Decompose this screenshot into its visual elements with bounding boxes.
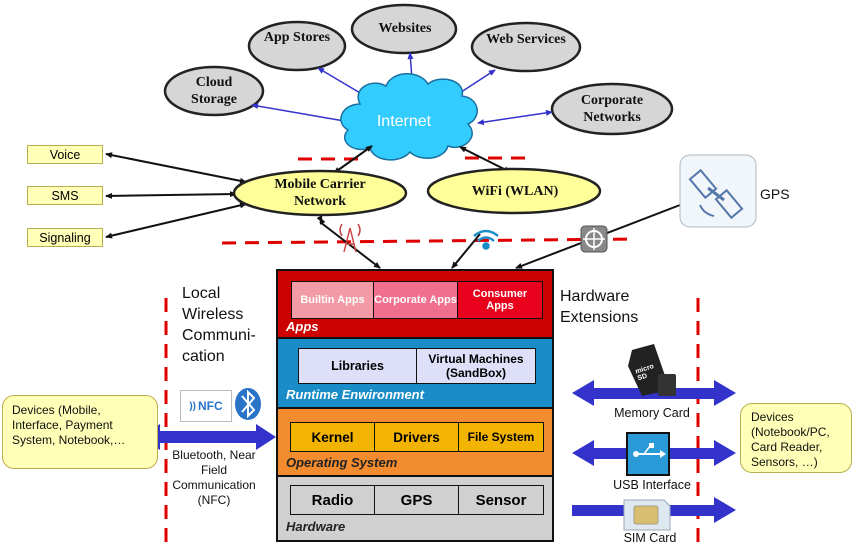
mobile-carrier-label: Mobile Carrier Network [274, 177, 366, 209]
websites-label: Websites [378, 21, 432, 36]
consumer-apps-cell: Consumer Apps [458, 282, 542, 318]
antenna-icon [339, 223, 361, 253]
left-blue-arrow [140, 424, 276, 450]
builtin-apps-cell: Builtin Apps [292, 282, 374, 318]
internet-label: Internet [376, 113, 432, 130]
nfc-badge: ))NFC [180, 390, 232, 422]
sim-card-icon [623, 499, 671, 531]
signaling-box: Signaling [27, 228, 103, 247]
runtime-layer: Libraries Virtual Machines (SandBox) Run… [276, 339, 554, 409]
wifi-signal-icon [473, 229, 499, 250]
service-ovals [163, 3, 674, 136]
gps-cell: GPS [375, 486, 459, 514]
os-layer: Kernel Drivers File System Operating Sys… [276, 409, 554, 477]
bluetooth-icon [235, 388, 261, 420]
nfc-icon: )) [189, 400, 196, 412]
os-title: Operating System [286, 455, 398, 470]
web-services-label: Web Services [486, 32, 566, 47]
cloud-storage-label: Cloud Storage [191, 75, 237, 107]
sim-card-label: SIM Card [623, 531, 677, 545]
local-wireless-caption: Bluetooth, Near Field Communication (NFC… [172, 448, 256, 507]
gps-label: GPS [760, 186, 790, 202]
corporate-apps-cell: Corporate Apps [374, 282, 458, 318]
nfc-badge-text: NFC [198, 399, 223, 413]
os-items: Kernel Drivers File System [290, 422, 544, 452]
wifi-oval [426, 167, 602, 215]
memory-card-icon [628, 344, 676, 396]
apps-layer: Builtin Apps Corporate Apps Consumer App… [276, 269, 554, 339]
hardware-extensions-title: Hardware Extensions [560, 288, 639, 326]
kernel-cell: Kernel [291, 423, 375, 451]
network-arrows [333, 145, 511, 174]
usb-interface-label: USB Interface [613, 478, 691, 490]
virtual-machines-cell: Virtual Machines (SandBox) [428, 352, 524, 380]
radio-cell: Radio [291, 486, 375, 514]
mobile-carrier-oval [232, 169, 408, 217]
wifi-label: WiFi (WLAN) [471, 184, 559, 199]
apps-items: Builtin Apps Corporate Apps Consumer App… [291, 281, 543, 319]
gps-target-icon [580, 225, 608, 253]
memory-card-label: Memory Card [614, 406, 690, 420]
stack-arrows [316, 204, 681, 269]
local-wireless-title: Local Wireless Communi- cation [182, 285, 256, 365]
sensor-cell: Sensor [475, 491, 527, 509]
runtime-title: Runtime Enwironment [286, 387, 424, 402]
usb-icon [626, 432, 670, 476]
voice-box: Voice [27, 145, 103, 164]
hardware-layer: Radio GPS Sensor Hardware [276, 477, 554, 542]
hardware-title: Hardware [286, 519, 346, 534]
internet-cloud [340, 73, 478, 161]
libraries-cell: Libraries [299, 349, 417, 383]
corporate-networks-label: Corporate Networks [580, 93, 644, 125]
runtime-items: Libraries Virtual Machines (SandBox) [298, 348, 536, 384]
drivers-cell: Drivers [375, 423, 459, 451]
devices-right-box: Devices (Notebook/PC, Card Reader, Senso… [740, 403, 852, 473]
app-stores-label: App Stores [263, 30, 331, 45]
signal-arrows [105, 152, 247, 239]
hardware-items: Radio GPS Sensor [290, 485, 544, 515]
sms-box: SMS [27, 186, 103, 205]
apps-title: Apps [286, 319, 319, 334]
file-system-cell: File System [467, 429, 535, 444]
devices-left-box: Devices (Mobile, Interface, Payment Syst… [2, 395, 158, 469]
gps-satellite-icon [679, 154, 757, 228]
